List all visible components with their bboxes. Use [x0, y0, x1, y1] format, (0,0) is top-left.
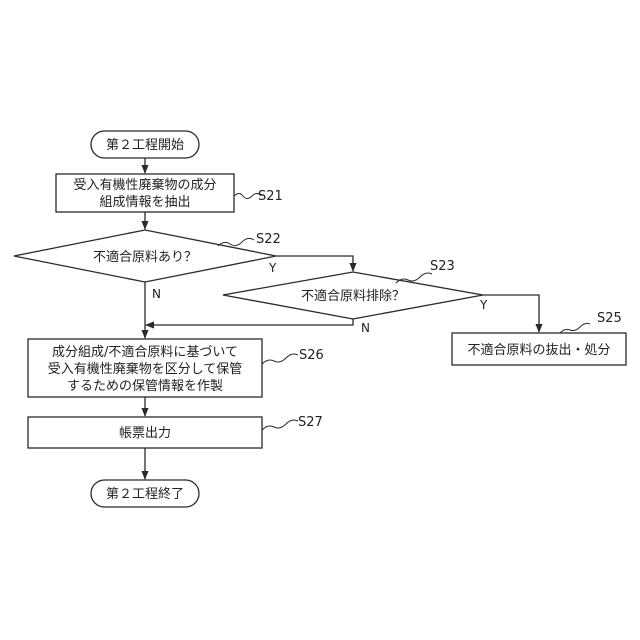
- start-terminal: 第２工程開始: [91, 131, 199, 158]
- s21-line-2: 組成情報を抽出: [99, 195, 190, 210]
- s27-ref-leader: [262, 420, 298, 430]
- s23-label: 不適合原料排除？: [301, 288, 405, 304]
- s26-ref-leader: [262, 354, 298, 364]
- s21-line-1: 受入有機性廃棄物の成分: [73, 177, 216, 193]
- edge-s23-no-to-main: [146, 319, 353, 325]
- s21-ref-label: S21: [258, 189, 283, 204]
- decision-s23: 不適合原料排除？: [223, 272, 483, 319]
- end-label: 第２工程終了: [106, 486, 184, 502]
- s25-ref-leader: [560, 323, 590, 333]
- s25-ref-label: S25: [597, 311, 622, 326]
- step-s21-extract-info: 受入有機性廃棄物の成分 組成情報を抽出: [56, 174, 234, 212]
- s23-no-label: N: [361, 321, 370, 335]
- s27-ref-label: S27: [298, 415, 323, 430]
- s23-ref-label: S23: [430, 259, 455, 274]
- s22-ref-leader: [218, 238, 254, 246]
- edge-s22-yes-to-s23: [276, 256, 353, 271]
- s22-yes-label: Y: [268, 261, 277, 275]
- edge-s23-yes-to-s25: [483, 295, 539, 332]
- s26-line-1: 成分組成/不適合原料に基づいて: [52, 344, 238, 360]
- decision-s22: 不適合原料あり？: [14, 230, 276, 282]
- s26-line-2: 受入有機性廃棄物を区分して保管: [48, 361, 243, 377]
- s26-line-3: するための保管情報を作製: [67, 379, 223, 394]
- end-terminal: 第２工程終了: [91, 480, 199, 507]
- s22-no-label: N: [152, 287, 161, 301]
- step-s26-create-storage-info: 成分組成/不適合原料に基づいて 受入有機性廃棄物を区分して保管 するための保管情…: [28, 339, 262, 397]
- s27-label: 帳票出力: [119, 426, 171, 441]
- step-s27-output-forms: 帳票出力: [28, 417, 262, 448]
- s22-ref-label: S22: [256, 232, 281, 247]
- step-s25-remove-dispose: 不適合原料の抜出・処分: [452, 333, 626, 365]
- s22-label: 不適合原料あり？: [93, 249, 197, 265]
- s25-label: 不適合原料の抜出・処分: [467, 342, 610, 358]
- s26-ref-label: S26: [299, 348, 324, 363]
- s21-ref-leader: [234, 194, 261, 199]
- start-label: 第２工程開始: [106, 138, 184, 153]
- s23-yes-label: Y: [479, 298, 488, 312]
